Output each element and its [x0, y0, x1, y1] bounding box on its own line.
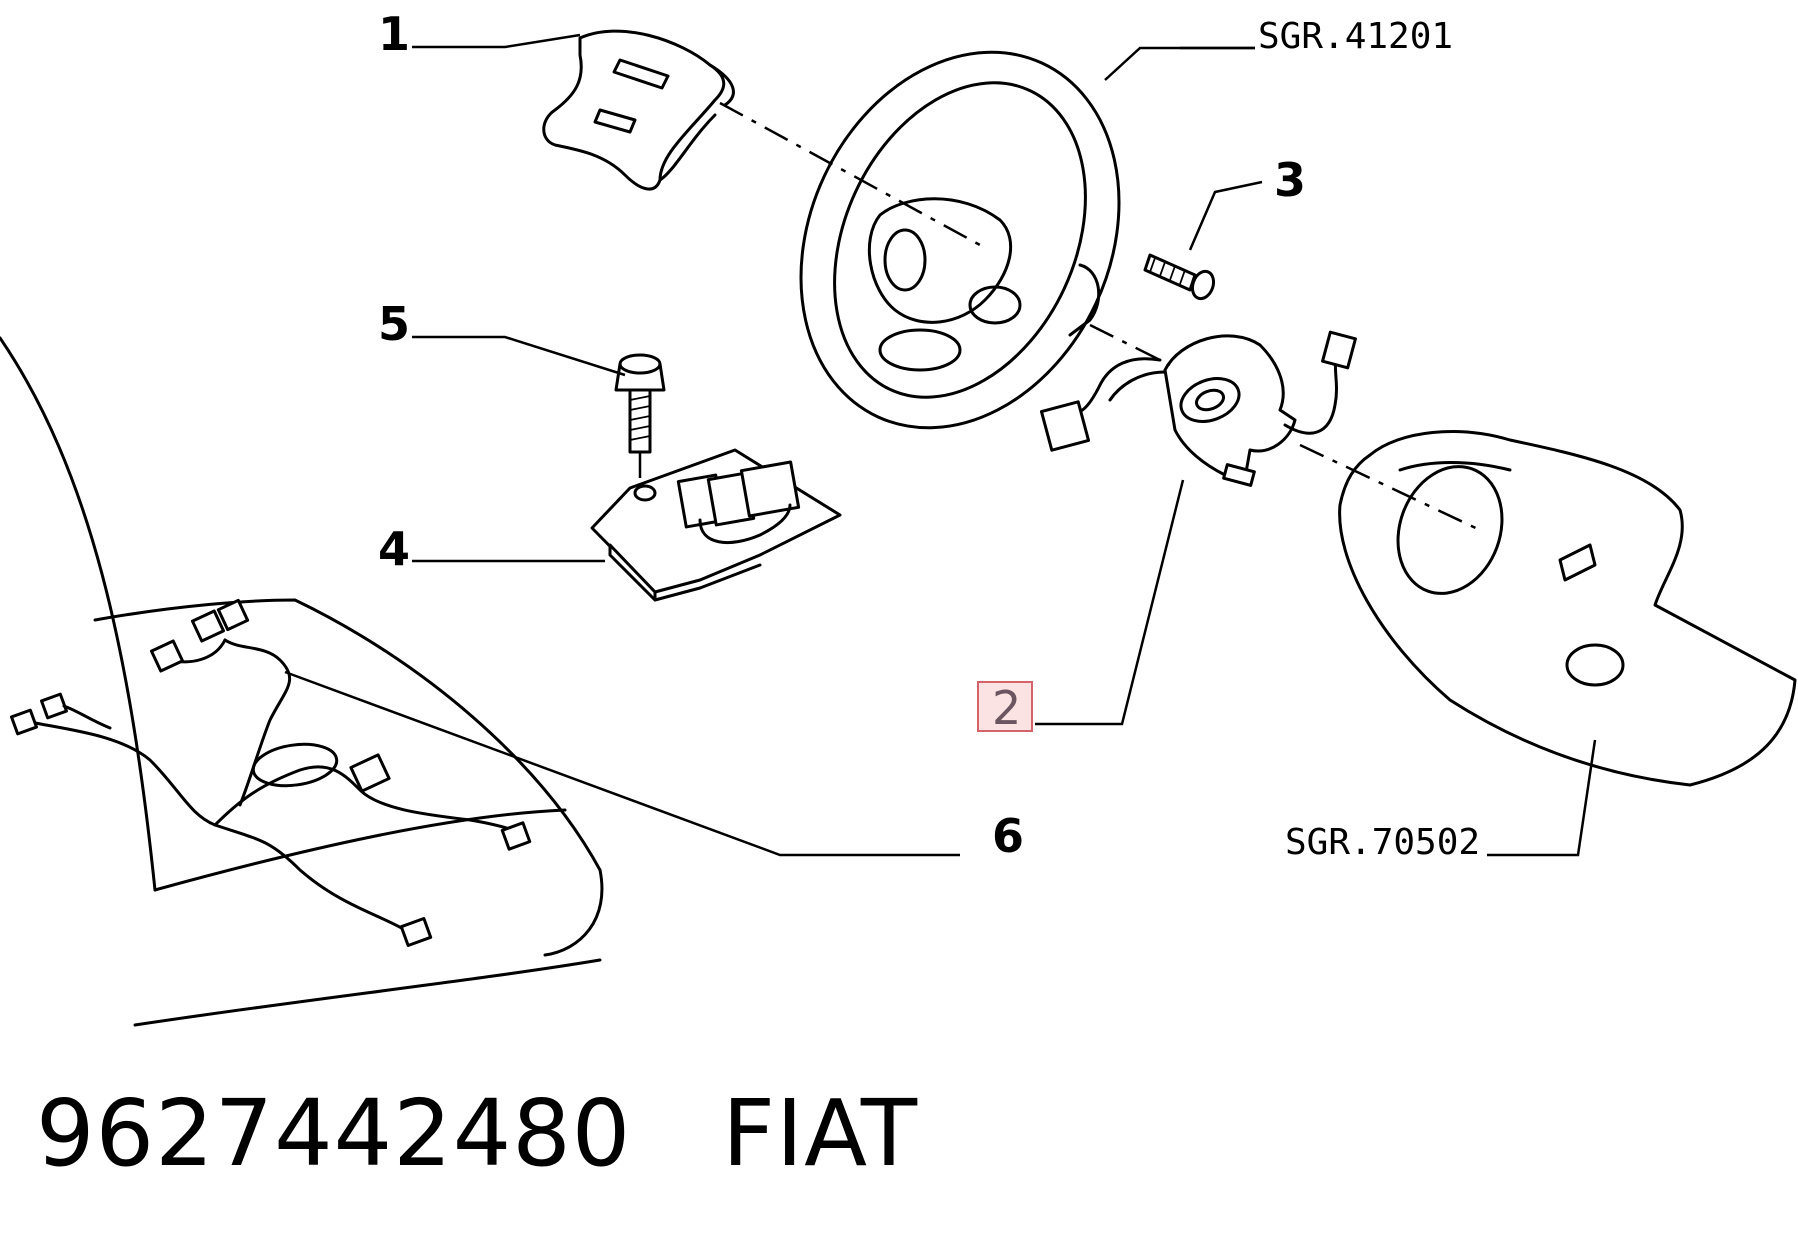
airbag-module-part-1 — [542, 29, 735, 191]
part-number: 9627442480 — [36, 1080, 632, 1187]
wiring-harness — [10, 598, 532, 948]
leader-lines — [284, 33, 1597, 857]
callout-1: 1 — [378, 7, 410, 61]
steering-wheel — [799, 50, 1121, 430]
footer-caption: 9627442480 FIAT — [36, 1080, 918, 1187]
callout-2-highlight[interactable] — [977, 681, 1033, 732]
clock-spring-part-2 — [1039, 330, 1357, 487]
brand-name: FIAT — [722, 1080, 919, 1187]
callout-5: 5 — [378, 297, 410, 351]
callout-2[interactable]: 2 — [992, 681, 1021, 735]
callout-4: 4 — [378, 522, 410, 576]
ref-steering-wheel: SGR.41201 — [1258, 16, 1453, 57]
bolt-part-5 — [614, 353, 666, 490]
ref-column-shroud: SGR.70502 — [1285, 822, 1480, 863]
callout-3: 3 — [1274, 153, 1306, 207]
center-axis — [719, 101, 1481, 532]
callout-6: 6 — [992, 809, 1024, 863]
dashboard-outline — [0, 336, 604, 1027]
steering-column-shroud — [1338, 430, 1797, 787]
screw-part-3 — [1143, 253, 1216, 301]
airbag-control-unit-part-4 — [590, 448, 842, 602]
